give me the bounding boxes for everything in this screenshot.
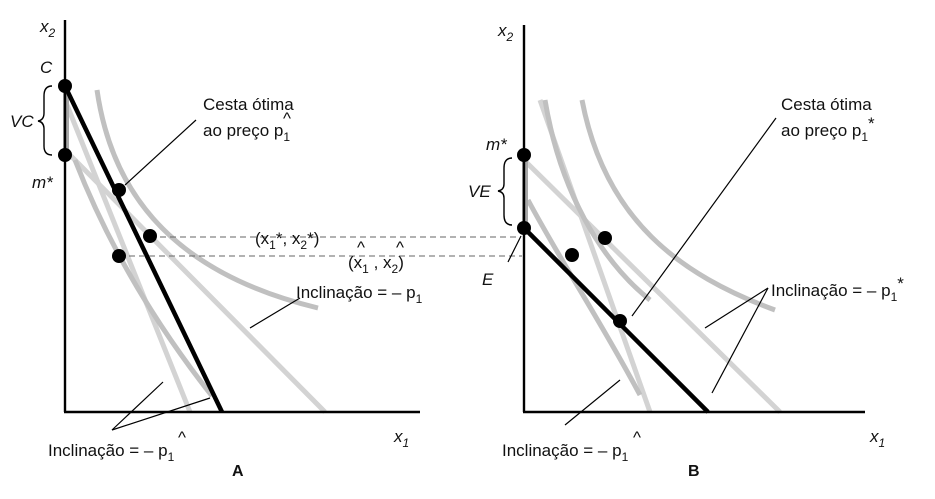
panel-a-point-star-label: (x1*, x2*) (255, 229, 319, 252)
panel-a-callout-leader (124, 119, 197, 186)
panel-b-y-axis-label: x2 (497, 21, 514, 44)
panel-a-budget-line (62, 85, 225, 413)
panel-b-label-ve: VE (468, 182, 491, 201)
panel-a-vc-brace (37, 85, 53, 156)
panel-b-point-star (598, 231, 612, 245)
panel-b-callout-leader (631, 117, 777, 317)
panel-b-label-e: E (482, 270, 494, 289)
panel-a-indifference-curve-lower (72, 159, 214, 398)
panel-b-indifference-curve-3 (525, 198, 643, 397)
panel-a-slope-hat-caret: ^ (178, 428, 186, 447)
panel-a-callout-line2: ao preço p1 (203, 121, 290, 144)
panel-a-callout-hat: ^ (283, 109, 291, 128)
panel-b-slope-hat-leader (564, 379, 621, 426)
panel-a-slope-label: Inclinação = – p1 (296, 283, 423, 306)
panel-b-point-m-star (517, 148, 531, 162)
panel-a-point-hat-caret-2: ^ (396, 238, 404, 257)
panel-a-letter: A (232, 463, 244, 480)
panel-b-point-optimal (613, 314, 627, 328)
panel-b-e-leader (507, 235, 522, 263)
panel-a-light-line-1 (62, 99, 193, 413)
panel-a-label-vc: VC (10, 112, 34, 131)
panel-b-callout-line1: Cesta ótima (781, 95, 872, 114)
panel-b-slope-leader-2 (711, 287, 769, 394)
panel-b: x2 m* VE E Cesta ótima ao preço p1* Incl… (468, 21, 904, 480)
panel-a-point-hat (112, 249, 126, 263)
panel-a: x2 C VC m* Cesta ótima ao preço p1 ^ (x1… (10, 17, 522, 480)
panel-b-label-m-star: m* (486, 135, 508, 154)
panel-b-slope-leader-1 (704, 287, 769, 329)
panel-a-slope-hat-leader-1 (111, 381, 164, 431)
panel-b-x-axis-label: x1 (869, 427, 885, 450)
panel-b-light-line-1 (522, 158, 782, 414)
panel-b-slope-hat-label: Inclinação = – p1 (502, 441, 629, 464)
panel-a-point-star (143, 229, 157, 243)
panel-a-x-axis-label: x1 (393, 427, 409, 450)
panel-b-point-hat (565, 248, 579, 262)
panel-b-indifference-curve-2 (579, 99, 776, 313)
panel-a-indifference-curve-upper (94, 89, 319, 311)
panel-b-indifference-curve-1 (542, 99, 652, 302)
panel-a-y-axis-label: x2 (39, 17, 56, 40)
panel-b-point-e (517, 221, 531, 235)
panel-a-slope-hat-leader-2 (111, 397, 211, 431)
panel-a-point-hat-label: (x1 , x2) (348, 253, 404, 276)
panel-a-point-c (58, 79, 72, 93)
panel-a-point-hat-caret-1: ^ (357, 238, 365, 257)
panel-a-point-optimal (112, 183, 126, 197)
panel-a-slope-leader (249, 297, 301, 329)
panel-a-slope-hat-label: Inclinação = – p1 (48, 441, 175, 464)
panel-b-letter: B (688, 463, 700, 480)
panel-a-label-c: C (40, 58, 53, 77)
panel-a-point-m-star (58, 148, 72, 162)
panel-b-ve-brace (497, 157, 513, 226)
panel-b-slope-hat-caret: ^ (633, 428, 641, 447)
panel-a-callout-line1: Cesta ótima (203, 95, 294, 114)
panel-b-slope-label: Inclinação = – p1* (771, 274, 904, 304)
panel-a-light-line-2 (63, 148, 327, 414)
panel-a-label-m-star: m* (32, 173, 54, 192)
panel-b-callout-line2: ao preço p1* (781, 114, 875, 144)
